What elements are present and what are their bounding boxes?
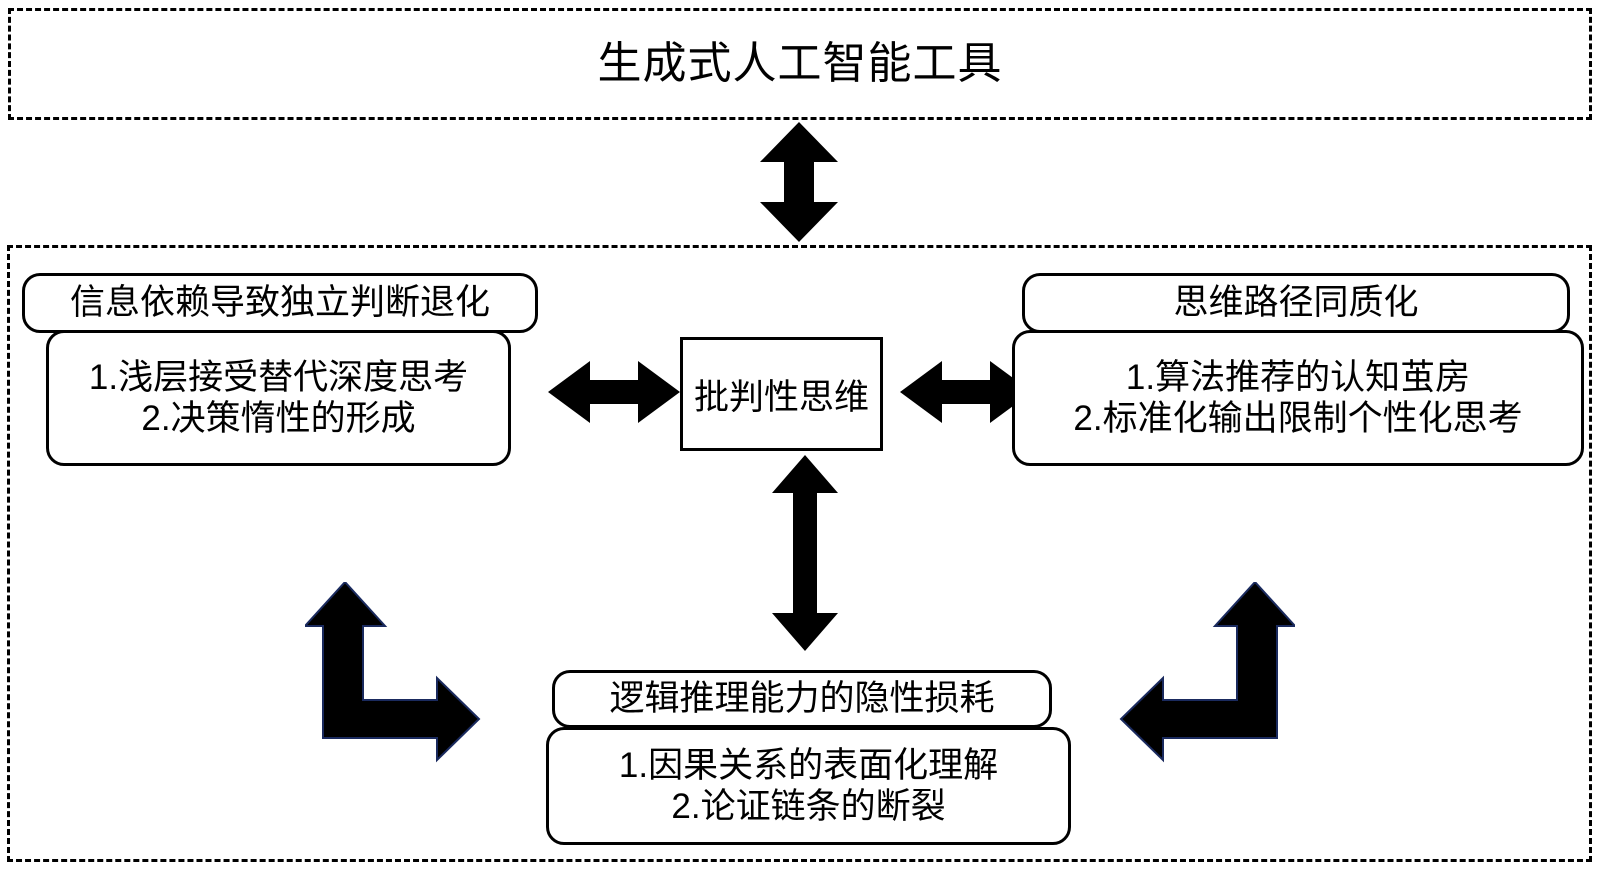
group-left-body-box[interactable]: 1.浅层接受替代深度思考 2.决策惰性的形成 <box>46 330 511 466</box>
group-bottom-item-list: 1.因果关系的表面化理解 2.论证链条的断裂 <box>549 745 1068 828</box>
group-bottom-header-label: 逻辑推理能力的隐性损耗 <box>609 679 995 719</box>
double-arrow-horizontal-icon <box>900 361 1032 423</box>
list-item: 2.论证链条的断裂 <box>671 787 946 826</box>
list-item: 2.标准化输出限制个性化思考 <box>1073 399 1523 438</box>
list-item: 2.决策惰性的形成 <box>141 399 416 438</box>
group-left-header-box[interactable]: 信息依赖导致独立判断退化 <box>22 273 538 333</box>
list-item: 1.算法推荐的认知茧房 <box>1125 357 1471 397</box>
center-node-box[interactable]: 批判性思维 <box>680 337 883 451</box>
group-right-header-label: 思维路径同质化 <box>1173 283 1419 323</box>
group-right-body-box[interactable]: 1.算法推荐的认知茧房 2.标准化输出限制个性化思考 <box>1012 330 1584 466</box>
center-node-label: 批判性思维 <box>693 377 869 417</box>
bent-double-arrow-up-left-icon <box>1105 582 1295 778</box>
list-item: 1.浅层接受替代深度思考 <box>88 357 469 397</box>
double-arrow-vertical-icon <box>760 122 838 242</box>
group-right-item-list: 1.算法推荐的认知茧房 2.标准化输出限制个性化思考 <box>1015 357 1581 440</box>
double-arrow-horizontal-icon <box>548 361 680 423</box>
page-title: 生成式人工智能工具 <box>597 38 1003 88</box>
group-bottom-body-box[interactable]: 1.因果关系的表面化理解 2.论证链条的断裂 <box>546 727 1071 845</box>
group-left-header-label: 信息依赖导致独立判断退化 <box>69 283 490 323</box>
list-item: 1.因果关系的表面化理解 <box>618 745 999 785</box>
group-left-item-list: 1.浅层接受替代深度思考 2.决策惰性的形成 <box>49 357 508 440</box>
bent-double-arrow-up-right-icon <box>305 582 495 778</box>
group-right-header-box[interactable]: 思维路径同质化 <box>1022 273 1570 333</box>
group-bottom-header-box[interactable]: 逻辑推理能力的隐性损耗 <box>552 670 1052 728</box>
tool-container: 生成式人工智能工具 <box>8 8 1592 120</box>
impact-container <box>7 245 1592 862</box>
double-arrow-vertical-icon <box>772 455 838 651</box>
